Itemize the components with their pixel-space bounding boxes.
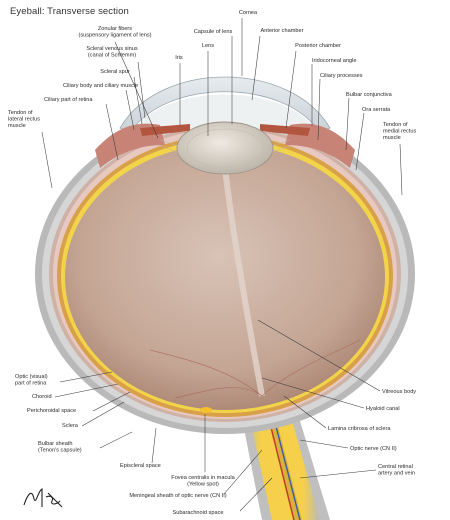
label-text: Lamina cribrosa of sclera: [328, 426, 391, 432]
leader-line: [125, 89, 135, 131]
netter-signature-logo: [23, 488, 63, 508]
label-fovea: Fovea centralis in macula(Yellow spot): [171, 414, 236, 487]
leader-line: [114, 41, 159, 139]
label-zonular-fibers: Zonular fibers(suspensory ligament of le…: [78, 26, 159, 139]
label-scleral-venous-sinus: Scleral venous sinus(canal of Schlemm): [86, 46, 146, 119]
label-iridocorneal-angle: Iridocorneal angle: [311, 58, 356, 126]
label-text: Bulbar sheath(Tenon's capsule): [38, 441, 82, 453]
label-text: Fovea centralis in macula(Yellow spot): [171, 475, 235, 487]
label-text: Optic (visual)part of retina: [15, 374, 48, 386]
leader-line: [105, 103, 119, 161]
label-lamina-cribrosa: Lamina cribrosa of sclera: [283, 395, 391, 432]
leader-line: [92, 391, 131, 412]
leader-line: [54, 383, 119, 398]
label-text: Scleral venous sinus(canal of Schlemm): [86, 46, 138, 58]
label-text: Subarachnoid space: [172, 510, 223, 516]
label-perichoroidal-space: Perichoroidal space: [27, 391, 131, 414]
leader-line: [137, 61, 146, 119]
anterior-segment-graphic: [95, 76, 355, 175]
label-ciliary-processes: Ciliary processes: [317, 73, 363, 141]
label-ciliary-part-retina: Ciliary part of retina: [44, 97, 119, 161]
label-optic-nerve: Optic nerve (CN II): [299, 439, 397, 452]
leader-line: [285, 50, 297, 129]
label-sclera: Sclera: [62, 401, 125, 429]
label-text: Perichoroidal space: [27, 408, 76, 414]
label-text: Choroid: [32, 394, 52, 400]
label-lens: Lens: [202, 43, 214, 136]
label-text: Episcleral space: [120, 463, 161, 469]
page-title: Eyeball: Transverse section: [10, 6, 129, 17]
label-posterior-chamber: Posterior chamber: [285, 43, 341, 129]
label-ciliary-body-muscle: Ciliary body and ciliary muscle: [63, 83, 138, 131]
leader-line: [239, 477, 273, 512]
leader-line: [299, 469, 377, 479]
leader-line: [81, 401, 125, 427]
label-episcleral-space: Episcleral space: [120, 427, 161, 469]
label-text: Zonular fibers(suspensory ligament of le…: [78, 26, 151, 38]
leader-line: [223, 449, 263, 495]
label-cornea: Cornea: [239, 10, 258, 76]
label-capsule-lens: Capsule of lens: [194, 29, 233, 124]
label-text: Ciliary part of retina: [44, 97, 93, 103]
leader-line: [99, 431, 133, 449]
label-text: Iris: [175, 55, 183, 61]
label-bulbar-sheath: Bulbar sheath(Tenon's capsule): [38, 431, 133, 453]
label-layer: Zonular fibers(suspensory ligament of le…: [8, 10, 416, 516]
leader-line: [59, 371, 113, 383]
label-text: Ciliary body and ciliary muscle: [63, 83, 138, 89]
eye-globe-graphic: [35, 114, 415, 434]
leader-line: [261, 377, 365, 409]
label-bulbar-conjunctiva: Bulbar conjunctiva: [345, 92, 393, 151]
label-text: Lens: [202, 43, 214, 49]
label-meningeal-sheath: Meningeal sheath of optic nerve (CN II): [129, 449, 263, 499]
label-hyaloid-canal: Hyaloid canal: [261, 377, 400, 412]
leader-line: [299, 439, 349, 449]
label-text: Cornea: [239, 10, 258, 16]
label-text: Scleral spur: [100, 69, 130, 75]
label-text: Anterior chamber: [261, 28, 304, 34]
label-choroid: Choroid: [32, 383, 119, 400]
leader-line: [283, 395, 327, 429]
label-text: Capsule of lens: [194, 29, 233, 35]
leader-line: [151, 427, 157, 464]
label-subarachnoid-space: Subarachnoid space: [172, 477, 273, 516]
leader-line: [133, 76, 143, 125]
label-text: Ora serrata: [362, 107, 391, 113]
label-text: Iridocorneal angle: [312, 58, 356, 64]
label-text: Sclera: [62, 423, 79, 429]
label-anterior-chamber: Anterior chamber: [251, 28, 304, 101]
leader-line: [399, 143, 403, 196]
label-ora-serrata: Ora serrata: [355, 107, 391, 171]
label-text: Hyaloid canal: [366, 406, 400, 412]
label-text: Ciliary processes: [320, 73, 363, 79]
leader-line: [41, 131, 53, 189]
label-text: Bulbar conjunctiva: [346, 92, 393, 98]
label-iris: Iris: [175, 55, 183, 125]
label-vitreous-body: Vitreous body: [257, 319, 416, 395]
leader-line: [257, 319, 381, 392]
leader-line: [355, 112, 365, 171]
leader-line: [317, 78, 321, 141]
label-scleral-spur: Scleral spur: [100, 69, 143, 125]
label-text: Meningeal sheath of optic nerve (CN II): [129, 493, 226, 499]
leader-line: [345, 97, 350, 151]
leader-line: [251, 35, 261, 101]
label-text: Optic nerve (CN II): [350, 446, 397, 452]
label-optic-retina: Optic (visual)part of retina: [15, 371, 113, 386]
label-text: Posterior chamber: [295, 43, 341, 49]
label-text: Vitreous body: [382, 389, 416, 395]
